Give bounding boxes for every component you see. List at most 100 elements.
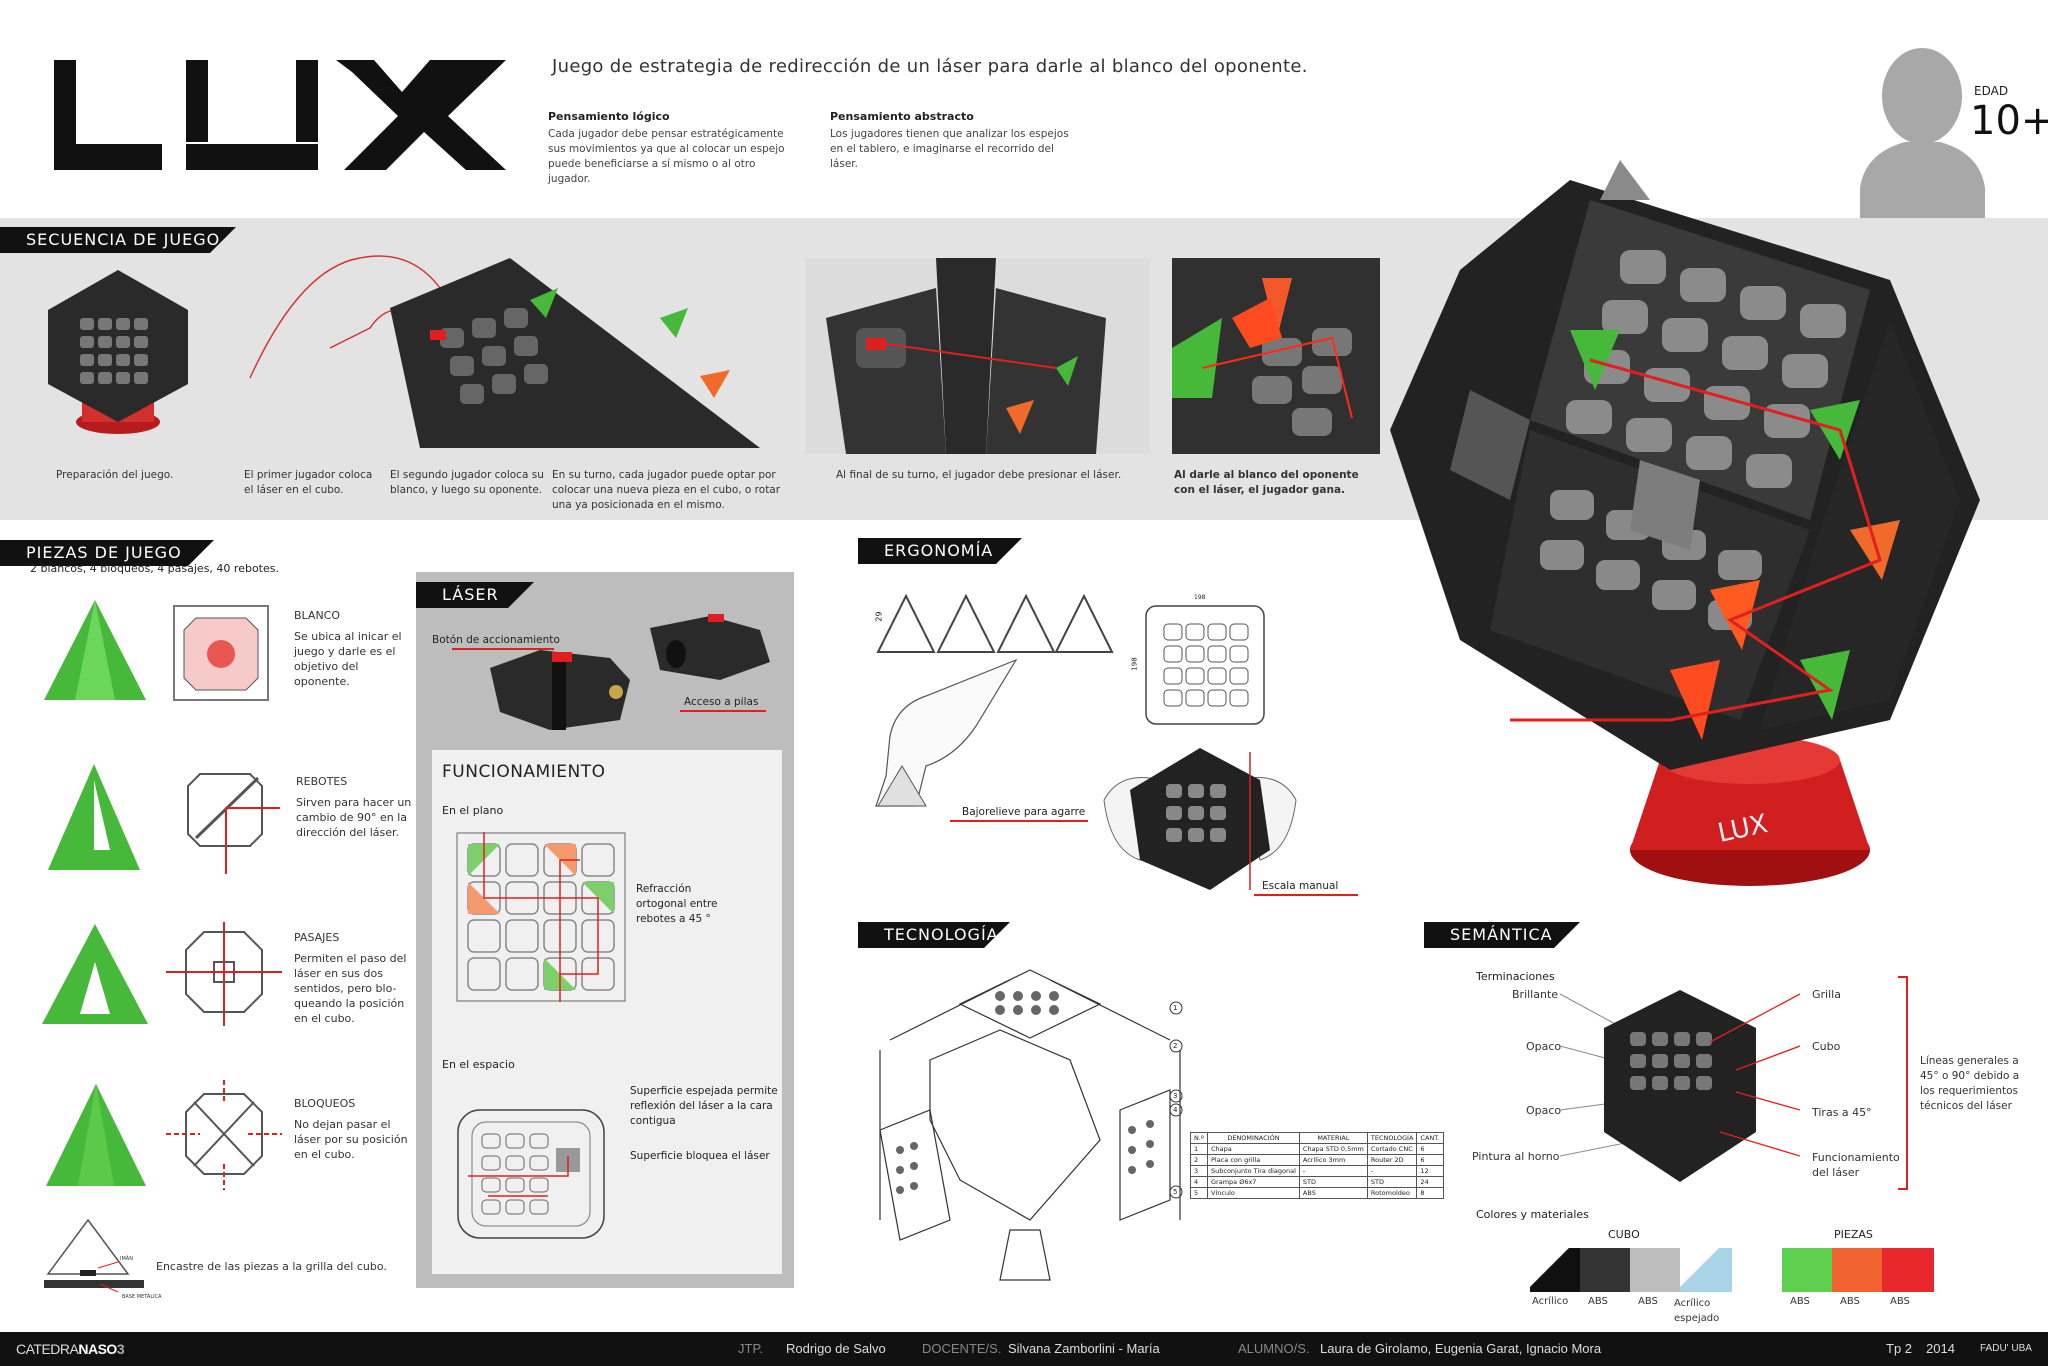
swatch-green	[1782, 1248, 1834, 1292]
table-header: DENOMINACIÓN	[1207, 1132, 1300, 1144]
piezas-label: PIEZAS	[1834, 1228, 1873, 1241]
table-cell: 24	[1416, 1176, 1444, 1188]
encastre-caption: Encastre de las piezas a la grilla del c…	[156, 1260, 387, 1273]
table-cell: Placa con grilla	[1207, 1154, 1300, 1166]
blanco-topview-icon	[173, 605, 269, 701]
dim-depth: 198	[1130, 657, 1139, 671]
piece-name: BLANCO	[294, 609, 341, 622]
pieces-subtitle: 2 blancos, 4 bloqueos, 4 pasajes, 40 reb…	[30, 562, 279, 575]
refraction-label: Refracción ortogonal entre rebotes a 45 …	[636, 883, 718, 925]
sem-right-label: Cubo	[1812, 1040, 1841, 1053]
swatch-label: ABS	[1790, 1296, 1810, 1307]
callout-1: 1	[1173, 1004, 1178, 1012]
concept-abstracto: Pensamiento abstracto Los jugadores tien…	[830, 110, 1080, 172]
table-cell: Subconjunto Tira diagonal	[1207, 1165, 1300, 1177]
concept-title: Pensamiento lógico	[548, 110, 670, 123]
sem-right-label: Tiras a 45°	[1812, 1106, 1872, 1119]
pasaje-piece-icon	[42, 924, 148, 1024]
table-cell: 8	[1416, 1187, 1444, 1199]
sem-right-label: Funcionamiento del láser	[1812, 1151, 1900, 1179]
mirror-surface-label: Superficie espejada permite reflexión de…	[630, 1085, 778, 1127]
piece-desc: No dejan pasar el láser por su posición …	[294, 1118, 408, 1161]
callout-3: 3	[1173, 1092, 1178, 1100]
swatch-acrilico	[1530, 1248, 1582, 1292]
step-caption-5: Al final de su turno, el jugador debe pr…	[836, 469, 1122, 481]
year-label: 2014	[1926, 1341, 1955, 1356]
laser-battery-label: Acceso a pilas	[684, 696, 759, 708]
section-header-secuencia: SECUENCIA DE JUEGO	[0, 227, 236, 253]
space-diagram	[457, 1109, 605, 1239]
callout-2: 2	[1173, 1042, 1178, 1050]
sem-left-label: Pintura al horno	[1472, 1150, 1560, 1163]
age-value: 10+	[1970, 98, 2048, 144]
hand-grip-drawing	[875, 658, 1018, 807]
iman-label: IMÁN	[120, 1256, 133, 1262]
concept-text: Los jugadores tienen que analizar los es…	[830, 128, 1069, 170]
step-place-image	[249, 255, 760, 448]
callout-5: 5	[1173, 1188, 1178, 1196]
footer-catedra: CATEDRANASO3	[16, 1341, 125, 1357]
table-cell: STD	[1298, 1176, 1368, 1188]
catedra-text: CATEDRA	[16, 1341, 79, 1357]
lux-logo	[54, 60, 506, 170]
sem-left-label: Opaco	[1526, 1104, 1562, 1117]
swatch-abs-dark	[1580, 1248, 1632, 1292]
table-cell: 5	[1190, 1187, 1208, 1199]
step-press-image	[806, 258, 1150, 454]
parts-table-header: N.º DENOMINACIÓN MATERIAL TECNOLOGÍA CAN…	[1190, 1132, 1444, 1144]
exploded-view-drawing	[879, 969, 1183, 1281]
table-cell: STD	[1366, 1176, 1418, 1188]
table-cell: 2	[1190, 1154, 1208, 1166]
table-cell: 6	[1416, 1143, 1444, 1155]
piece-rebotes: REBOTES Sirven para hacer un cambio de 9…	[296, 774, 414, 840]
swatch-abs-grey	[1630, 1248, 1682, 1292]
bloqueo-piece-icon	[46, 1084, 146, 1186]
semantica-cube-image	[1560, 990, 1800, 1182]
laser-device-image	[490, 614, 770, 730]
dim-height: 29	[874, 611, 884, 622]
piece-bloqueos: BLOQUEOS No dejan pasar el láser por su …	[294, 1096, 414, 1162]
table-cell: Vínculo	[1207, 1187, 1300, 1199]
tagline: Juego de estrategia de redirección de un…	[552, 56, 1308, 77]
cube-dimension-drawing	[1145, 605, 1265, 725]
callout-4: 4	[1173, 1106, 1178, 1114]
plane-diagram	[456, 832, 626, 1002]
plane-label: En el plano	[442, 804, 504, 817]
table-cell: 3	[1190, 1165, 1208, 1177]
swatch-acrilico-espejado	[1680, 1248, 1732, 1292]
semantica-bracket	[1898, 976, 1908, 1190]
table-cell: Chapa STD 0,5mm	[1298, 1143, 1368, 1155]
fadu-label: FADU' UBA	[1980, 1343, 2032, 1354]
swatch-label: ABS	[1890, 1296, 1910, 1307]
encastre-diagram	[44, 1218, 144, 1293]
terminaciones-title: Terminaciones	[1476, 970, 1555, 983]
concept-logico: Pensamiento lógico Cada jugador debe pen…	[548, 110, 798, 187]
block-surface-label: Superficie bloquea el láser	[630, 1150, 770, 1162]
bloqueo-topview-icon	[166, 1080, 282, 1190]
step-win-image	[1172, 258, 1380, 454]
naso-num: 3	[116, 1341, 125, 1357]
table-cell: Router 2D	[1366, 1154, 1418, 1166]
pieces-dimension-drawing	[876, 593, 1114, 653]
piece-name: PASAJES	[294, 931, 340, 944]
table-cell: Rotomoldeo	[1366, 1187, 1418, 1199]
section-header-semantica: SEMÁNTICA	[1424, 922, 1580, 948]
concept-title: Pensamiento abstracto	[830, 110, 974, 123]
base-label: BASE METÁLICA	[122, 1294, 162, 1300]
table-header: N.º	[1190, 1132, 1208, 1144]
semantica-note: Líneas generales a 45° o 90° debido a lo…	[1920, 1055, 2020, 1112]
table-header: TECNOLOGÍA	[1366, 1132, 1418, 1144]
table-cell: Chapa	[1207, 1143, 1300, 1155]
table-cell: Grampa Ø6x7	[1207, 1176, 1300, 1188]
swatch-label: Acrílico espejado	[1674, 1298, 1720, 1324]
rebote-piece-icon	[48, 764, 140, 870]
step-caption-6: Al darle al blanco del oponente con el l…	[1174, 469, 1359, 496]
table-header: CANT.	[1416, 1132, 1444, 1144]
leader-line	[452, 648, 554, 650]
pasaje-topview-icon	[166, 922, 282, 1026]
concept-text: Cada jugador debe pensar estratégicament…	[548, 128, 785, 185]
rebote-topview-icon	[187, 773, 280, 874]
swatch-label: ABS	[1840, 1296, 1860, 1307]
